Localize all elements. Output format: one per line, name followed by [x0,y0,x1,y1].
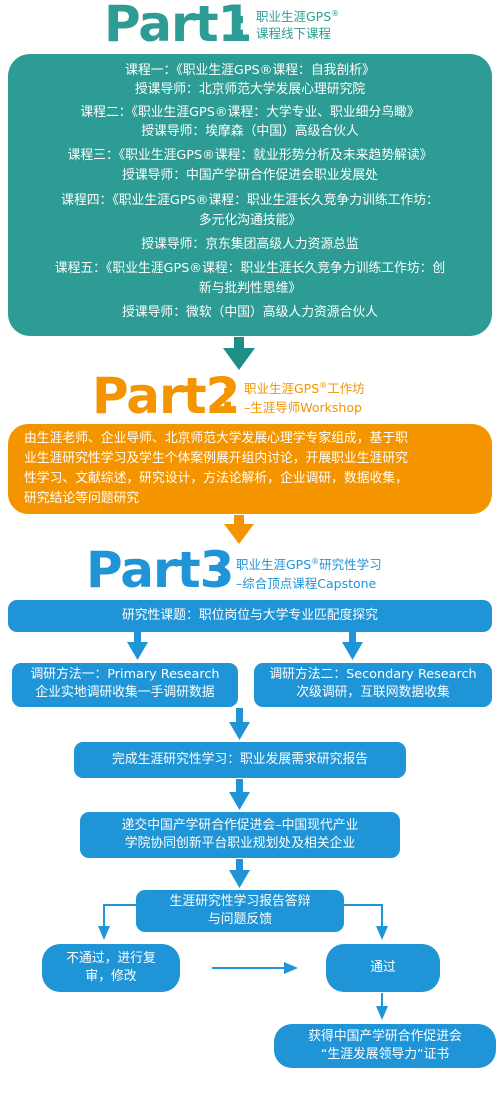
connector-defense-to-fail [98,904,136,940]
flow-method2-box: 调研方法二：Secondary Research 次级调研，互联网数据收集 [254,663,492,707]
part1-colon: : [232,2,248,46]
flow-method2-line1: 调研方法二：Secondary Research [269,667,477,682]
connector-defense-to-pass [344,904,388,940]
flow-method1-box: 调研方法一：Primary Research 企业实地调研收集一手调研数据 [12,663,238,707]
arrow-submit-to-defense [229,859,250,888]
flow-cert-box: 获得中国产学研合作促进会 “生涯发展领导力”证书 [274,1024,496,1068]
flow-topic-box: 研究性课题：职位岗位与大学专业匹配度探究 [8,600,492,632]
workshop-line-1: 由生涯老师、企业导师、北京师范大学发展心理学专家组成，基于职 [24,431,408,446]
flow-fail-line2: 审，修改 [85,969,137,984]
part2-subtitle-1: 职业生涯GPS®工作坊 [244,381,365,397]
course-2-title: 课程二：《职业生涯GPS®课程：大学专业、职业细分鸟瞰》 [80,105,420,120]
part1-title: Part1 [104,0,252,53]
part2-colon: : [220,374,236,418]
arrow-pass-to-cert [376,993,388,1020]
flow-method1-line1: 调研方法一：Primary Research [30,667,220,682]
workshop-line-4: 研究结论等问题研究 [24,491,140,506]
course-3-tutor: 授课导师：中国产学研合作促进会职业发展处 [122,168,378,183]
part3-colon: : [214,548,230,592]
arrow-fail-to-pass [212,962,298,974]
part3-subtitle-2: –综合顶点课程Capstone [236,576,377,591]
flow-fail-box: 不通过，进行复 审，修改 [42,944,180,992]
workshop-line-2: 业生涯研究性学习及学生个体案例展开组内讨论，开展职业生涯研究 [24,451,408,466]
flow-defense-box: 生涯研究性学习报告答辩 与问题反馈 [136,890,344,932]
flow-submit-line1: 递交中国产学研合作促进会–中国现代产业 [121,818,359,833]
course-5-tutor: 授课导师：微软（中国）高级人力资源合伙人 [122,305,378,320]
course-4-title-cont: 多元化沟通技能》 [198,213,302,228]
flow-topic-text: 研究性课题：职位岗位与大学专业匹配度探究 [122,608,378,623]
arrow-methods-to-complete [229,708,250,740]
flow-pass-text: 通过 [370,960,396,975]
arrow-part2-to-part3 [224,515,254,544]
course-4-title: 课程四：《职业生涯GPS®课程：职业生涯长久竞争力训练工作坊： [61,193,439,208]
flow-cert-line1: 获得中国产学研合作促进会 [308,1029,462,1044]
arrow-topic-to-method1 [127,632,148,660]
flow-submit-box: 递交中国产学研合作促进会–中国现代产业 学院协同创新平台职业规划处及相关企业 [80,812,400,858]
arrow-complete-to-submit [229,779,250,810]
flow-fail-line1: 不通过，进行复 [66,951,156,966]
part3-subtitle-1: 职业生涯GPS®研究性学习 [236,557,382,573]
course-1-title: 课程一：《职业生涯GPS®课程：自我剖析》 [125,63,375,78]
course-2-tutor: 授课导师：埃摩森（中国）高级合伙人 [141,124,359,139]
flow-complete-text: 完成生涯研究性学习：职业发展需求研究报告 [112,752,368,767]
flow-submit-line2: 学院协同创新平台职业规划处及相关企业 [124,836,356,851]
course-1-tutor: 授课导师：北京师范大学发展心理研究院 [134,82,366,97]
course-4-tutor: 授课导师：京东集团高级人力资源总监 [141,237,359,252]
part1-subtitle-1: 职业生涯GPS® [256,9,340,25]
arrow-part1-to-part2 [223,337,255,370]
course-5-title-cont: 新与批判性思维》 [198,281,302,296]
workshop-line-3: 性学习、文献综述，研究设计，方法论解析，企业调研，数据收集， [24,471,408,486]
part3-title: Part3 [86,541,234,599]
flow-cert-line2: “生涯发展领导力”证书 [320,1047,450,1062]
flow-defense-line1: 生涯研究性学习报告答辩 [169,894,311,909]
part1-subtitle-2: 课程线下课程 [256,26,332,41]
flow-method1-line2: 企业实地调研收集一手调研数据 [35,685,215,700]
part2-subtitle-2: –生涯导师Workshop [244,400,362,415]
course-5-title: 课程五：《职业生涯GPS®课程：职业生涯长久竞争力训练工作坊：创 [54,261,446,276]
part2-workshop-panel: 由生涯老师、企业导师、北京师范大学发展心理学专家组成，基于职 业生涯研究性学习及… [8,424,492,514]
flow-defense-line2: 与问题反馈 [208,912,272,927]
part2-title: Part2 [92,367,240,425]
part1-course-panel: 课程一：《职业生涯GPS®课程：自我剖析》 授课导师：北京师范大学发展心理研究院… [8,54,492,336]
flow-pass-box: 通过 [326,944,440,992]
flow-method2-line2: 次级调研，互联网数据收集 [296,685,450,700]
flow-complete-box: 完成生涯研究性学习：职业发展需求研究报告 [74,742,406,778]
course-3-title: 课程三：《职业生涯GPS®课程：就业形势分析及未来趋势解读》 [67,148,433,163]
arrow-topic-to-method2 [342,632,363,660]
